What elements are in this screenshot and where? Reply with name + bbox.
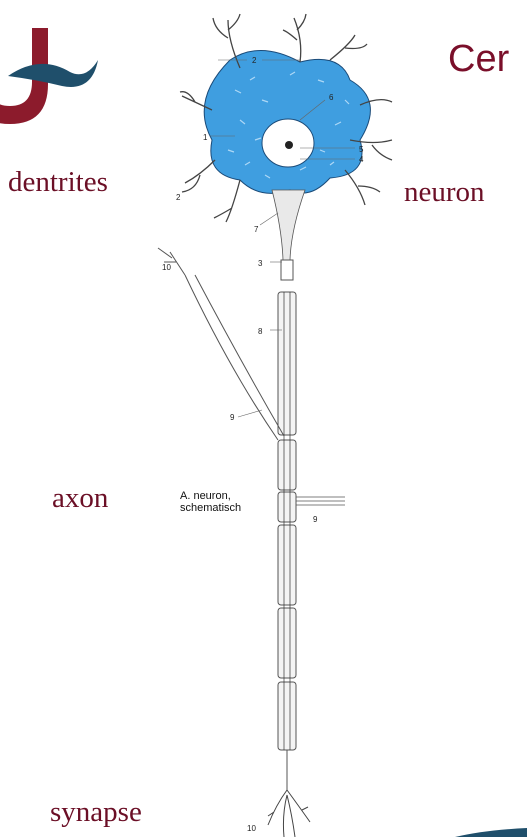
figure-caption-line-1: A. neuron, — [180, 490, 241, 502]
label-axon: axon — [52, 482, 108, 515]
label-dentrites: dentrites — [8, 166, 108, 199]
svg-text:2: 2 — [176, 193, 181, 202]
axon-shape — [278, 260, 296, 790]
svg-text:3: 3 — [258, 259, 263, 268]
label-synapse: synapse — [50, 796, 142, 829]
svg-text:6: 6 — [329, 93, 334, 102]
svg-text:9: 9 — [230, 413, 235, 422]
svg-text:1: 1 — [203, 133, 208, 142]
svg-text:5: 5 — [359, 145, 364, 154]
label-neuron: neuron — [404, 176, 485, 209]
svg-text:10: 10 — [162, 263, 171, 272]
decorative-swoosh — [455, 828, 527, 837]
svg-text:7: 7 — [254, 225, 259, 234]
svg-text:4: 4 — [359, 155, 364, 164]
svg-text:10: 10 — [247, 824, 256, 833]
svg-text:9: 9 — [313, 515, 318, 524]
figure-caption: A. neuron, schematisch — [180, 490, 243, 514]
nucleolus — [285, 141, 293, 149]
figure-caption-line-2: schematisch — [180, 502, 241, 514]
synapse-terminals — [268, 790, 310, 837]
svg-text:8: 8 — [258, 327, 263, 336]
svg-text:2: 2 — [252, 56, 257, 65]
